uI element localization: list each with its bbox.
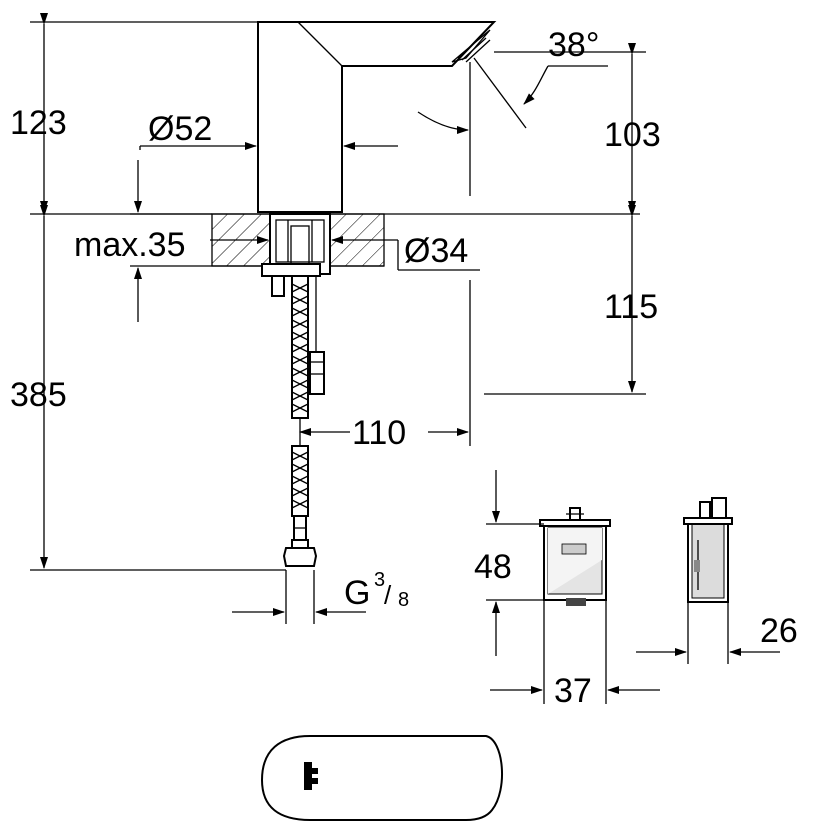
dim-angle-38-label: 38° xyxy=(548,26,599,64)
faucet-outlet xyxy=(451,29,491,63)
flexible-hose-lower xyxy=(282,445,318,567)
thread-numerator-label: 3 xyxy=(374,569,385,591)
mounting-shank xyxy=(261,213,331,297)
control-box-front xyxy=(486,470,660,704)
dim-110-label: 110 xyxy=(352,414,406,452)
dim-26-label: 26 xyxy=(760,612,798,650)
faucet-top-view xyxy=(260,735,503,821)
dim-385-label: 385 xyxy=(10,376,67,414)
dim-37-label: 37 xyxy=(554,672,592,710)
faucet-body xyxy=(257,21,497,213)
thread-g-label: G xyxy=(344,574,370,612)
dim-diameter-52-label: Ø52 xyxy=(148,110,212,148)
dimension-lines xyxy=(30,13,646,624)
dim-103-label: 103 xyxy=(604,116,661,154)
dim-max35-label: max.35 xyxy=(74,226,186,264)
dim-123-label: 123 xyxy=(10,104,67,142)
thread-denominator-label: 8 xyxy=(398,589,409,611)
dim-115-label: 115 xyxy=(604,288,658,326)
flexible-hose-upper xyxy=(291,275,325,419)
dim-48-label: 48 xyxy=(474,548,512,586)
dim-diameter-34-label: Ø34 xyxy=(404,232,468,270)
control-box-side xyxy=(636,497,780,664)
thread-slash: / xyxy=(384,580,392,610)
